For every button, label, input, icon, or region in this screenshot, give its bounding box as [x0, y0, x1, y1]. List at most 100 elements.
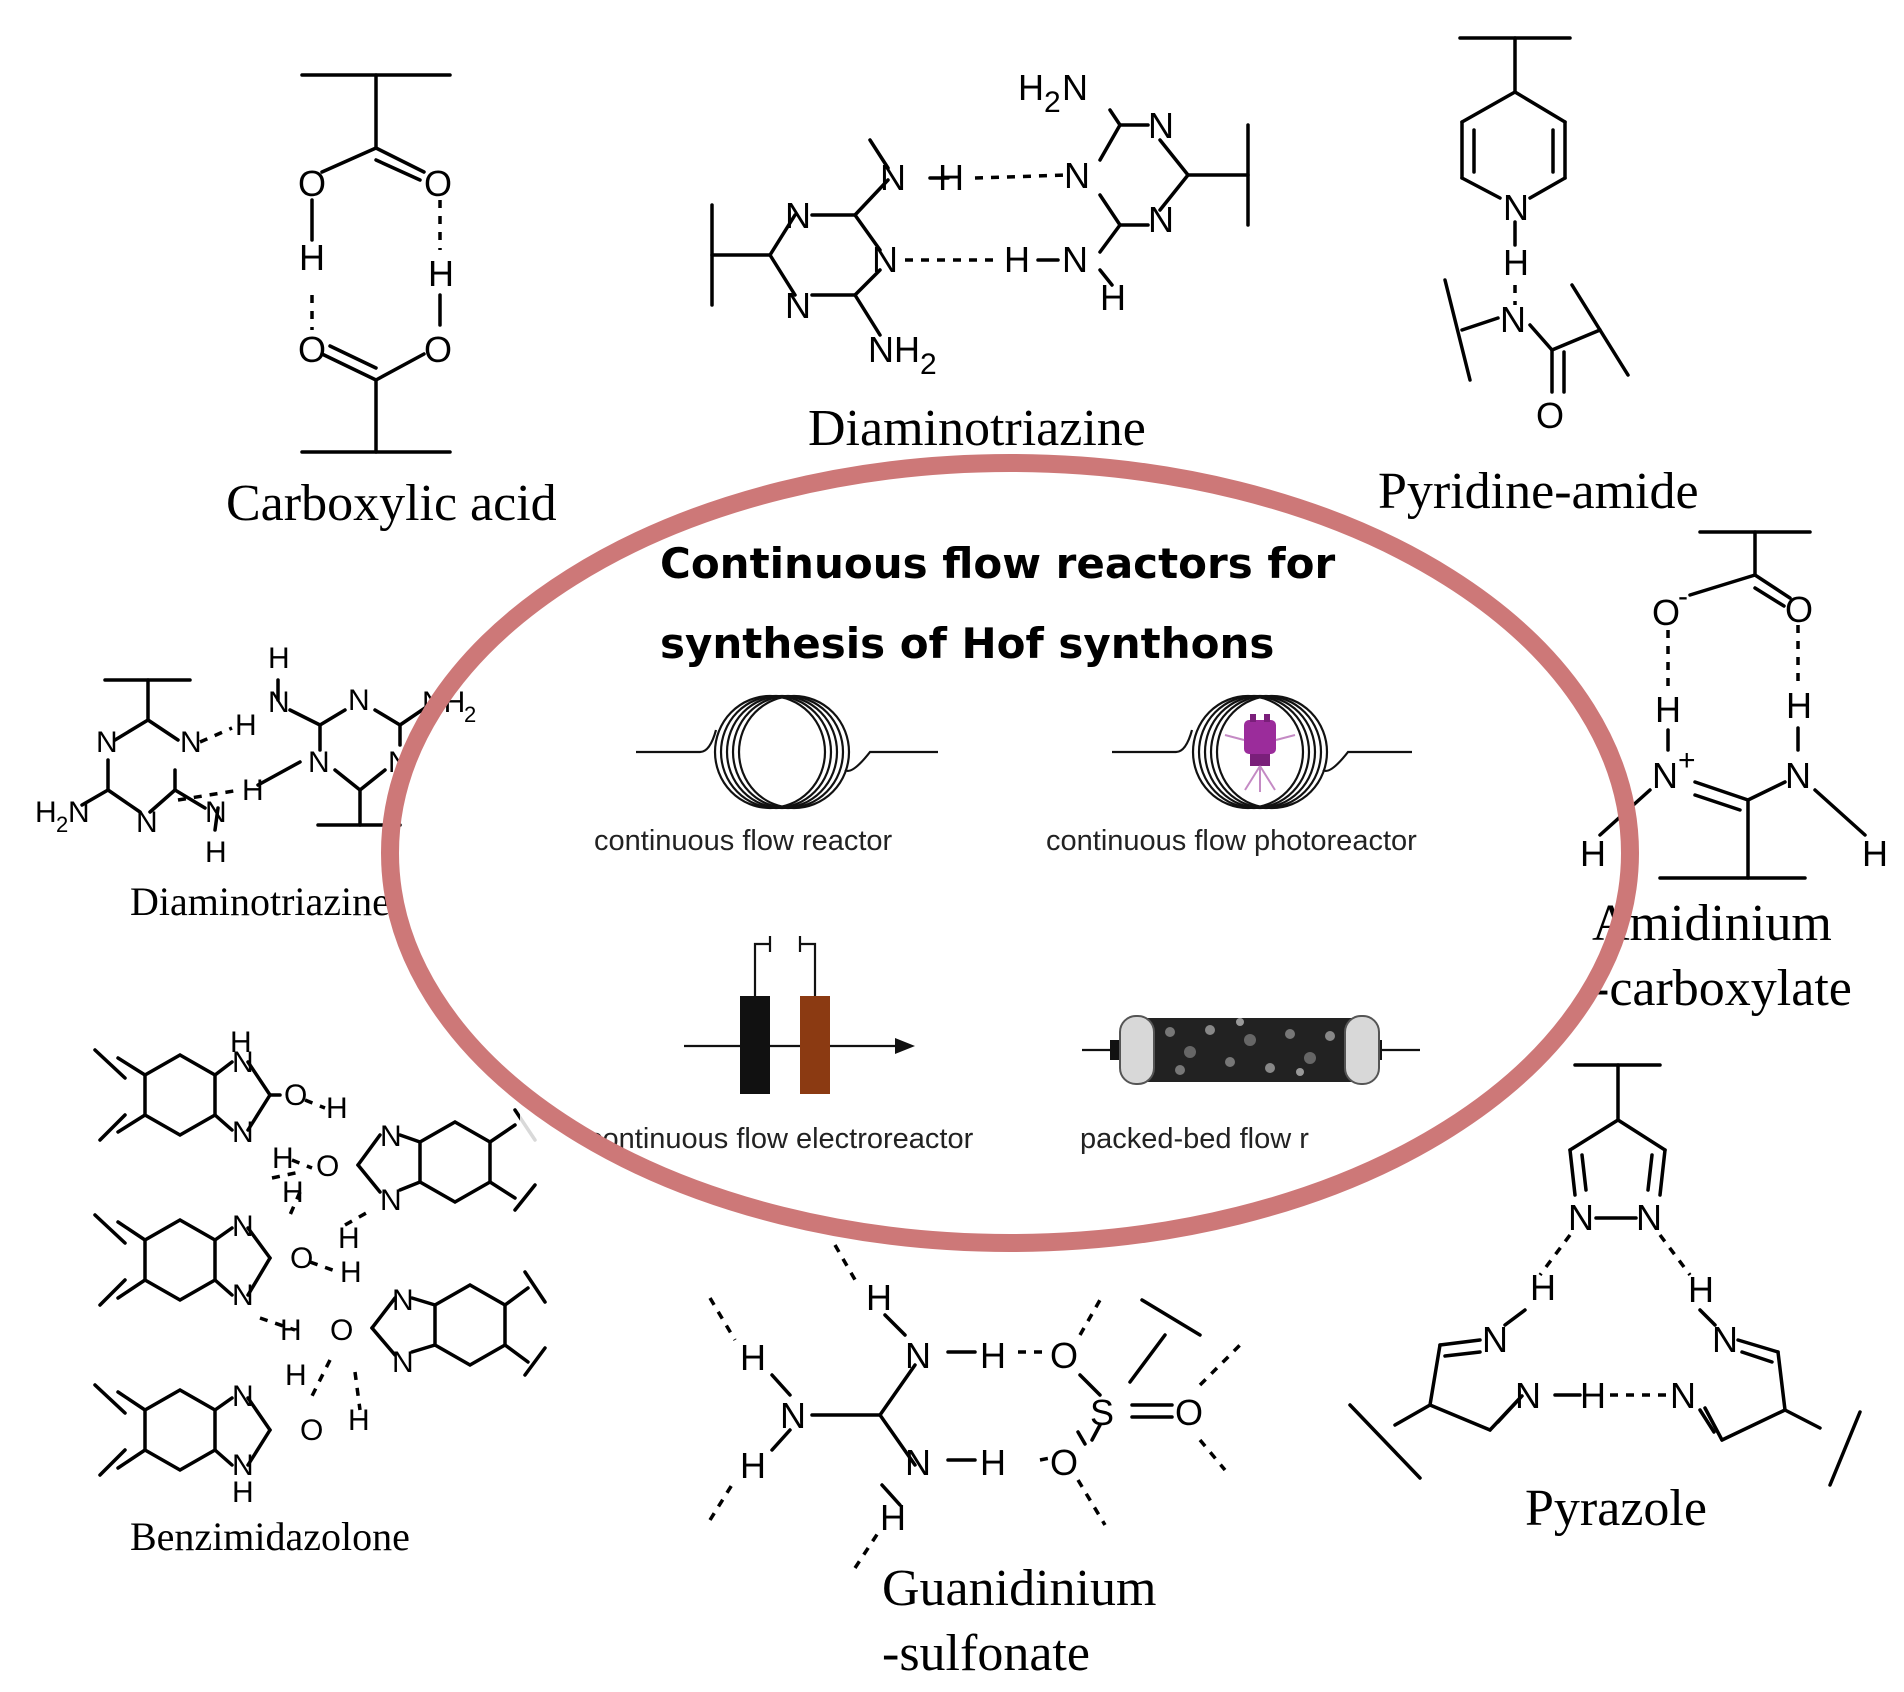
photoreactor-label: continuous flow photoreactor: [1046, 825, 1417, 857]
atom-n: N: [308, 746, 330, 779]
atom-n: N: [1652, 755, 1678, 796]
atom-n: N: [1515, 1375, 1541, 1416]
atom-n: N: [872, 239, 898, 280]
reactor-panel: Continuous flow reactors for synthesis o…: [520, 539, 1440, 1180]
atom-n: N: [96, 726, 118, 759]
atom-h: H: [1862, 833, 1888, 874]
atom-n: N: [1503, 187, 1529, 228]
synthon-label-benzimidazolone: Benzimidazolone: [130, 1514, 410, 1559]
atom-n: N: [1482, 1319, 1508, 1360]
atom-h: H: [285, 1359, 307, 1392]
atom-n: N: [1712, 1319, 1738, 1360]
atom-n: N: [905, 1335, 931, 1376]
atom-n: N: [380, 1184, 402, 1217]
atom-nh: NH: [868, 329, 920, 370]
diaminotriazine-left-structure: H N H N N N N H H N N N H 2 N NH 2 Diami…: [35, 642, 476, 924]
atom-h: H: [1580, 1375, 1606, 1416]
benzimidazolone-structure: N H N O H H N N O H H: [93, 1026, 547, 1559]
atom-n: N: [232, 1210, 254, 1243]
atom-o: O: [1175, 1392, 1203, 1433]
atom-n: N: [180, 726, 202, 759]
atom-n: N: [1636, 1197, 1662, 1238]
carboxylic-acid-structure: O O H H O O Carboxylic acid: [226, 73, 557, 532]
atom-n: N: [68, 796, 90, 829]
benzimidazolone-unit: N N O: [93, 1210, 313, 1312]
atom-h: H: [1530, 1267, 1556, 1308]
atom-n: N: [136, 806, 158, 839]
atom-h: H: [1100, 277, 1126, 318]
atom-h: H: [326, 1092, 348, 1125]
atom-h: H: [428, 253, 454, 294]
atom-n: N: [880, 157, 906, 198]
atom-h: H: [1018, 67, 1044, 108]
atom-n: N: [232, 1449, 254, 1482]
electrode-black: [740, 996, 770, 1094]
atom-h: H: [1786, 685, 1812, 726]
panel-title-line1: Continuous flow reactors for: [660, 539, 1335, 588]
atom-h: H: [1503, 242, 1529, 283]
atom-h: H: [1688, 1269, 1714, 1310]
atom-h: H: [235, 709, 257, 742]
panel-title-line2: synthesis of Hof synthons: [660, 619, 1274, 668]
synthon-label-pyridine-amide: Pyridine-amide: [1378, 463, 1699, 520]
atom-n: N: [1148, 105, 1174, 146]
atom-n: N: [232, 1116, 254, 1149]
synthon-label-guanidinium-line1: Guanidinium: [882, 1560, 1156, 1617]
atom-h: H: [242, 774, 264, 807]
atom-h: H: [348, 1404, 370, 1437]
electroreactor: [684, 936, 915, 1094]
atom-h: H: [880, 1497, 906, 1538]
atom-h: H: [980, 1335, 1006, 1376]
packed-bed-label: packed-bed flow r: [1080, 1123, 1309, 1155]
atom-h: H: [938, 157, 964, 198]
subscript: 2: [56, 812, 68, 837]
atom-h: H: [35, 796, 57, 829]
electroreactor-label: continuous flow electroreactor: [588, 1123, 974, 1155]
atom-n: N: [380, 1120, 402, 1153]
atom-o: O: [300, 1414, 323, 1447]
atom-h: H: [338, 1222, 360, 1255]
atom-o: O: [1536, 395, 1564, 436]
atom-n: N: [205, 796, 227, 829]
coil-photoreactor: [1112, 694, 1412, 810]
atom-o: O: [424, 329, 452, 370]
atom-n: N: [392, 1346, 414, 1379]
atom-n: N: [1062, 239, 1088, 280]
electrode-brown: [800, 996, 830, 1094]
atom-o: O: [298, 163, 326, 204]
benzimidazolone-unit: N N O: [316, 1108, 537, 1217]
reactor-label: continuous flow reactor: [594, 825, 893, 857]
coil-reactor: [636, 694, 938, 810]
guanidinium-sulfonate-structure: H H N H O N S O H N H O H Guanidinium -s…: [708, 1244, 1242, 1682]
atom-h: H: [1655, 689, 1681, 730]
amino-group: H 2 N: [35, 796, 90, 837]
atom-h: H: [340, 1256, 362, 1289]
atom-n: N: [232, 1279, 254, 1312]
diaminotriazine-top-structure: N N N N H H N H N N N H 2 N NH 2 Diamino…: [710, 67, 1250, 457]
atom-o: O: [330, 1314, 353, 1347]
atom-h: H: [980, 1442, 1006, 1483]
atom-n: N: [348, 684, 370, 717]
atom-n: N: [1500, 299, 1526, 340]
atom-n: N: [1568, 1197, 1594, 1238]
packed-bed-reactor: [1082, 1015, 1420, 1085]
atom-o: O: [1050, 1442, 1078, 1483]
subscript: 2: [464, 702, 476, 727]
atom-n: N: [1785, 755, 1811, 796]
atom-h: H: [740, 1337, 766, 1378]
atom-h: H: [268, 642, 290, 675]
atom-s: S: [1090, 1392, 1114, 1433]
atom-h: H: [232, 1476, 254, 1509]
lamp-icon: [1224, 714, 1296, 792]
highlight-ring: [381, 454, 1639, 1252]
subscript: 2: [920, 348, 937, 381]
charge-plus: +: [1678, 744, 1696, 777]
atom-n: N: [785, 285, 811, 326]
atom-h: H: [272, 1142, 294, 1175]
benzimidazolone-unit: N N H O: [93, 1380, 323, 1509]
atom-n: N: [1064, 155, 1090, 196]
synthon-label-diaminotriazine-top: Diaminotriazine: [808, 400, 1146, 457]
atom-n: N: [1062, 67, 1088, 108]
atom-o: O: [298, 329, 326, 370]
